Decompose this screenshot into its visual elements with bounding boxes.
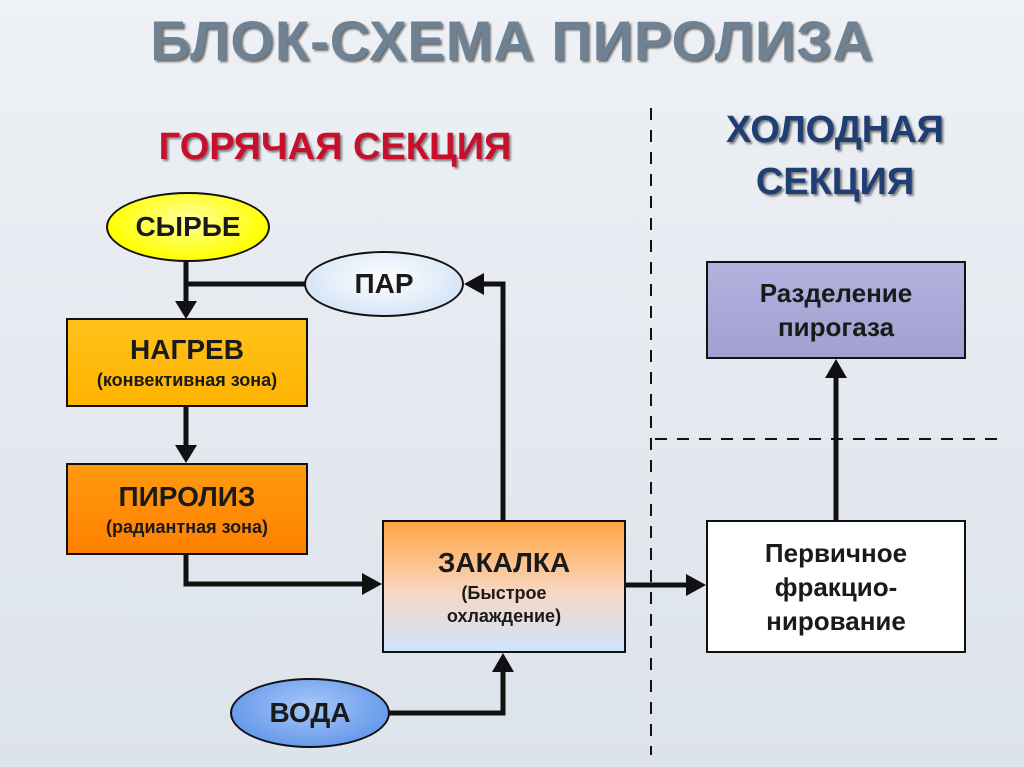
- heating-subtitle: (конвективная зона): [96, 370, 278, 390]
- quench-node: ЗАКАЛКА (Быстрое охлаждение): [382, 520, 626, 653]
- cold-section-heading-line2: СЕКЦИЯ: [755, 161, 915, 203]
- gas-separation-node: Разделение пирогаза: [706, 261, 966, 359]
- arrowhead-primary-to-separation: [825, 359, 847, 378]
- page-title: БЛОК-СХЕМА ПИРОЛИЗА: [150, 9, 874, 72]
- arrowhead-quench-to-primary: [686, 574, 706, 596]
- steam-node: ПАР: [304, 251, 464, 317]
- arrow-quench-to-steam: [482, 281, 506, 520]
- cold-section-heading-line1: ХОЛОДНАЯ: [726, 109, 944, 151]
- gas-separation-line1: Разделение: [759, 278, 913, 308]
- steam-label: ПАР: [354, 268, 414, 299]
- water-label: ВОДА: [269, 697, 351, 728]
- quench-subtitle-line2: охлаждение): [446, 605, 562, 626]
- primary-fractionation-line1: Первичное: [764, 537, 908, 568]
- arrow-pyrolysis-to-quench: [183, 555, 366, 587]
- pyrolysis-node: ПИРОЛИЗ (радиантная зона): [66, 463, 308, 555]
- quench-subtitle-line1: (Быстрое: [461, 582, 547, 603]
- raw-material-node: СЫРЬЕ: [106, 192, 270, 262]
- hot-section-heading: ГОРЯЧАЯ СЕКЦИЯ: [158, 126, 512, 168]
- arrowhead-raw-to-heating: [175, 301, 197, 319]
- primary-fractionation-node: Первичное фракцио- нирование: [706, 520, 966, 653]
- arrow-water-to-quench: [388, 668, 506, 716]
- water-node: ВОДА: [230, 678, 390, 748]
- pyrolysis-subtitle: (радиантная зона): [106, 516, 268, 537]
- pyrolysis-title: ПИРОЛИЗ: [118, 480, 256, 512]
- heating-node: НАГРЕВ (конвективная зона): [66, 318, 308, 407]
- cold-section-heading: ХОЛОДНАЯ СЕКЦИЯ: [660, 104, 1010, 208]
- primary-fractionation-line3: нирование: [766, 605, 906, 636]
- arrowhead-quench-to-steam: [464, 273, 484, 295]
- quench-title: ЗАКАЛКА: [437, 546, 571, 578]
- gas-separation-line2: пирогаза: [777, 312, 895, 342]
- arrowhead-heating-to-pyrolysis: [175, 445, 197, 463]
- raw-material-label: СЫРЬЕ: [135, 211, 241, 242]
- arrowhead-water-to-quench: [492, 653, 514, 672]
- primary-fractionation-line2: фракцио-: [774, 571, 898, 602]
- arrowhead-pyrolysis-to-quench: [362, 573, 382, 595]
- heating-title: НАГРЕВ: [130, 334, 244, 365]
